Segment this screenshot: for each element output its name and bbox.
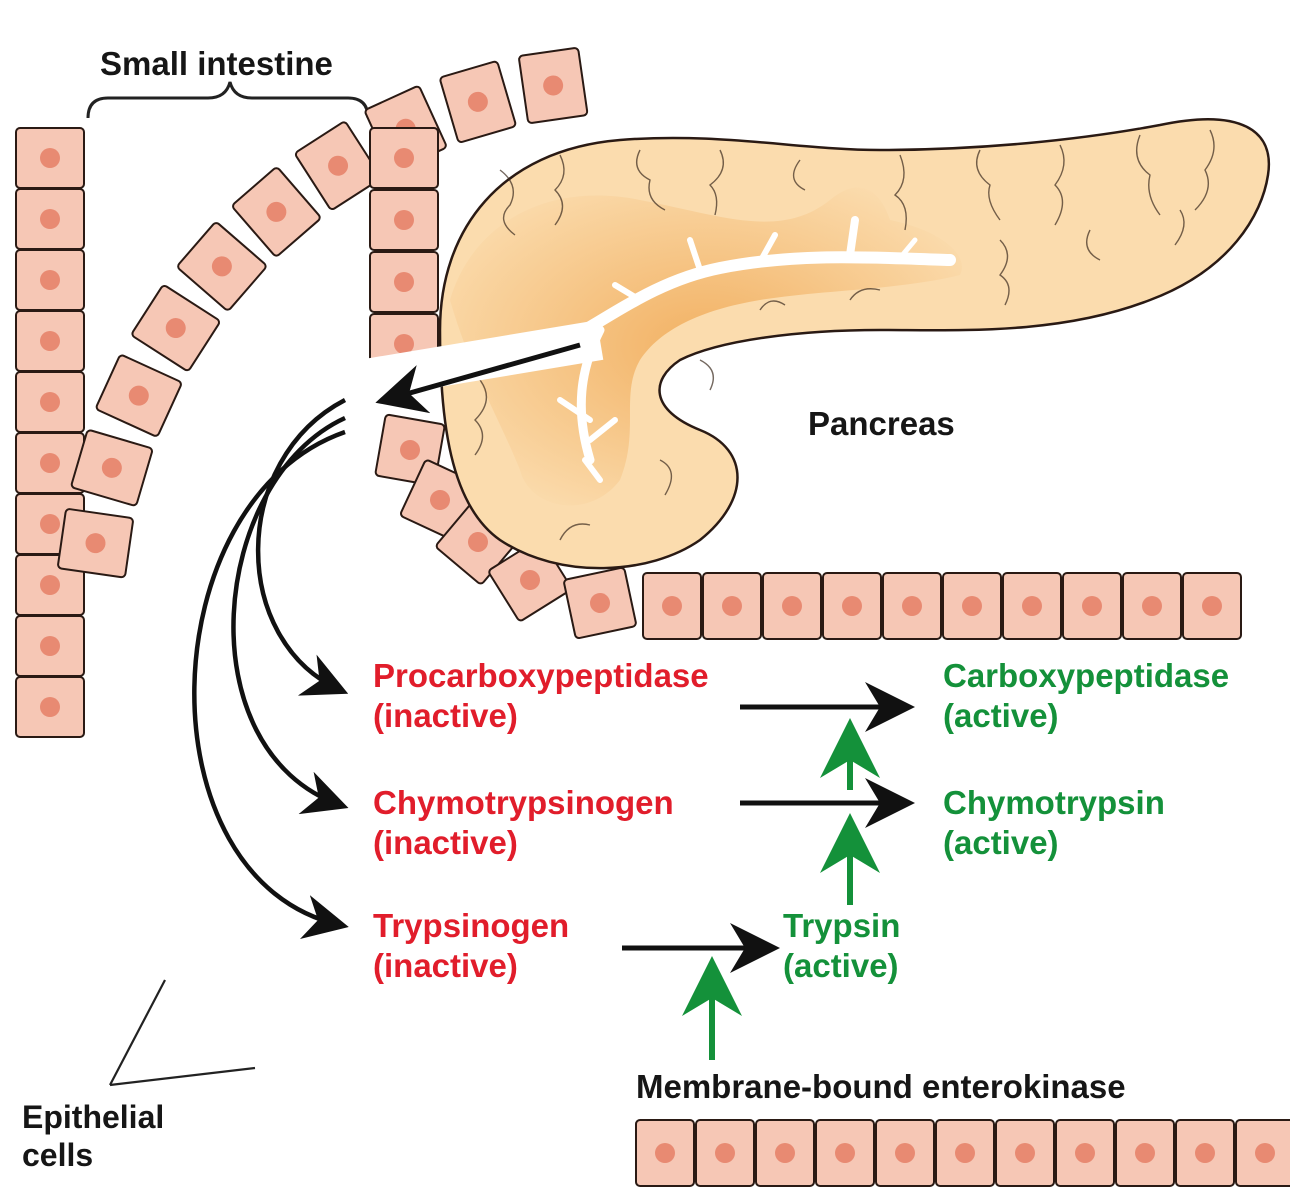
epithelial-cell — [369, 251, 439, 313]
trypsin-activation-arrows — [682, 718, 880, 1060]
epithelial-cell — [1182, 572, 1242, 640]
epithelial-pointer-lines — [109, 979, 256, 1087]
epithelial-cell — [15, 676, 85, 738]
epithelial-cell — [15, 249, 85, 311]
epithelial-cell — [70, 429, 153, 507]
trypsin-state: (active) — [783, 946, 899, 984]
pancreas — [438, 118, 1271, 570]
trypsinogen-label: Trypsinogen (inactive) — [373, 906, 569, 985]
activation-arrows — [622, 682, 915, 973]
epithelial-cell — [15, 371, 85, 433]
epithelial-cell — [15, 188, 85, 250]
chymotrypsin-state: (active) — [943, 823, 1059, 861]
epithelial-cell — [1002, 572, 1062, 640]
epithelial-cell — [294, 121, 382, 211]
epithelial-cell — [642, 572, 702, 640]
epithelial-cell — [15, 127, 85, 189]
epithelial-cell — [635, 1119, 695, 1187]
epithelial-cell — [369, 127, 439, 189]
epithelial-cell — [131, 284, 221, 372]
epithelial-cell — [695, 1119, 755, 1187]
trypsin-label: Trypsin (active) — [783, 906, 900, 985]
chymotrypsinogen-name: Chymotrypsinogen — [373, 784, 674, 821]
procarboxypeptidase-label: Procarboxypeptidase (inactive) — [373, 656, 709, 735]
intestine-cells-lower-wall — [635, 1119, 1290, 1187]
trypsinogen-state: (inactive) — [373, 946, 518, 984]
epithelial-cell — [1115, 1119, 1175, 1187]
chymotrypsin-label: Chymotrypsin (active) — [943, 783, 1165, 862]
procarboxypeptidase-state: (inactive) — [373, 696, 518, 734]
epithelial-cell — [439, 60, 517, 143]
epithelial-cell — [95, 354, 182, 437]
epithelial-cell — [755, 1119, 815, 1187]
epithelial-cell — [762, 572, 822, 640]
epithelial-cell — [702, 572, 762, 640]
epithelial-cell — [882, 572, 942, 640]
carboxypeptidase-state: (active) — [943, 696, 1059, 734]
chymotrypsinogen-label: Chymotrypsinogen (inactive) — [373, 783, 674, 862]
trypsinogen-name: Trypsinogen — [373, 907, 570, 944]
epithelial-cell — [1062, 572, 1122, 640]
epithelial-cell — [942, 572, 1002, 640]
epithelial-label-line1: Epithelial — [22, 1099, 165, 1135]
enterokinase-label: Membrane-bound enterokinase — [636, 1068, 1126, 1105]
epithelial-cell — [822, 572, 882, 640]
small-intestine-bracket — [86, 81, 370, 119]
pancreatic-outflow-arrow — [375, 342, 581, 414]
epithelial-cell — [1122, 572, 1182, 640]
epithelial-cell — [1055, 1119, 1115, 1187]
epithelial-cell — [57, 508, 134, 579]
epithelial-label-line2: cells — [22, 1137, 94, 1174]
intestine-cells-upper-wall — [369, 127, 1242, 640]
epithelial-cell — [1235, 1119, 1290, 1187]
epithelial-cell — [995, 1119, 1055, 1187]
epithelial-cell — [15, 615, 85, 677]
chymotrypsinogen-state: (inactive) — [373, 823, 518, 861]
pancreas-label: Pancreas — [808, 405, 955, 442]
epithelial-cell — [875, 1119, 935, 1187]
chymotrypsin-name: Chymotrypsin — [943, 784, 1165, 821]
epithelial-cell — [935, 1119, 995, 1187]
epithelial-cell — [563, 566, 637, 640]
carboxypeptidase-label: Carboxypeptidase (active) — [943, 656, 1229, 735]
epithelial-cells-label: Epithelial cells — [22, 1098, 164, 1175]
intestine-cells-outer-wall — [15, 47, 589, 738]
epithelial-cell — [1175, 1119, 1235, 1187]
trypsin-name: Trypsin — [783, 907, 901, 944]
epithelial-cell — [232, 167, 321, 257]
procarboxypeptidase-name: Procarboxypeptidase — [373, 657, 709, 694]
epithelial-cell — [518, 47, 589, 124]
epithelial-cell — [15, 310, 85, 372]
zymogen-delivery-arrows — [192, 398, 349, 939]
small-intestine-label: Small intestine — [100, 45, 333, 82]
epithelial-cell — [177, 222, 267, 311]
epithelial-cell — [815, 1119, 875, 1187]
carboxypeptidase-name: Carboxypeptidase — [943, 657, 1230, 694]
epithelial-cell — [369, 189, 439, 251]
